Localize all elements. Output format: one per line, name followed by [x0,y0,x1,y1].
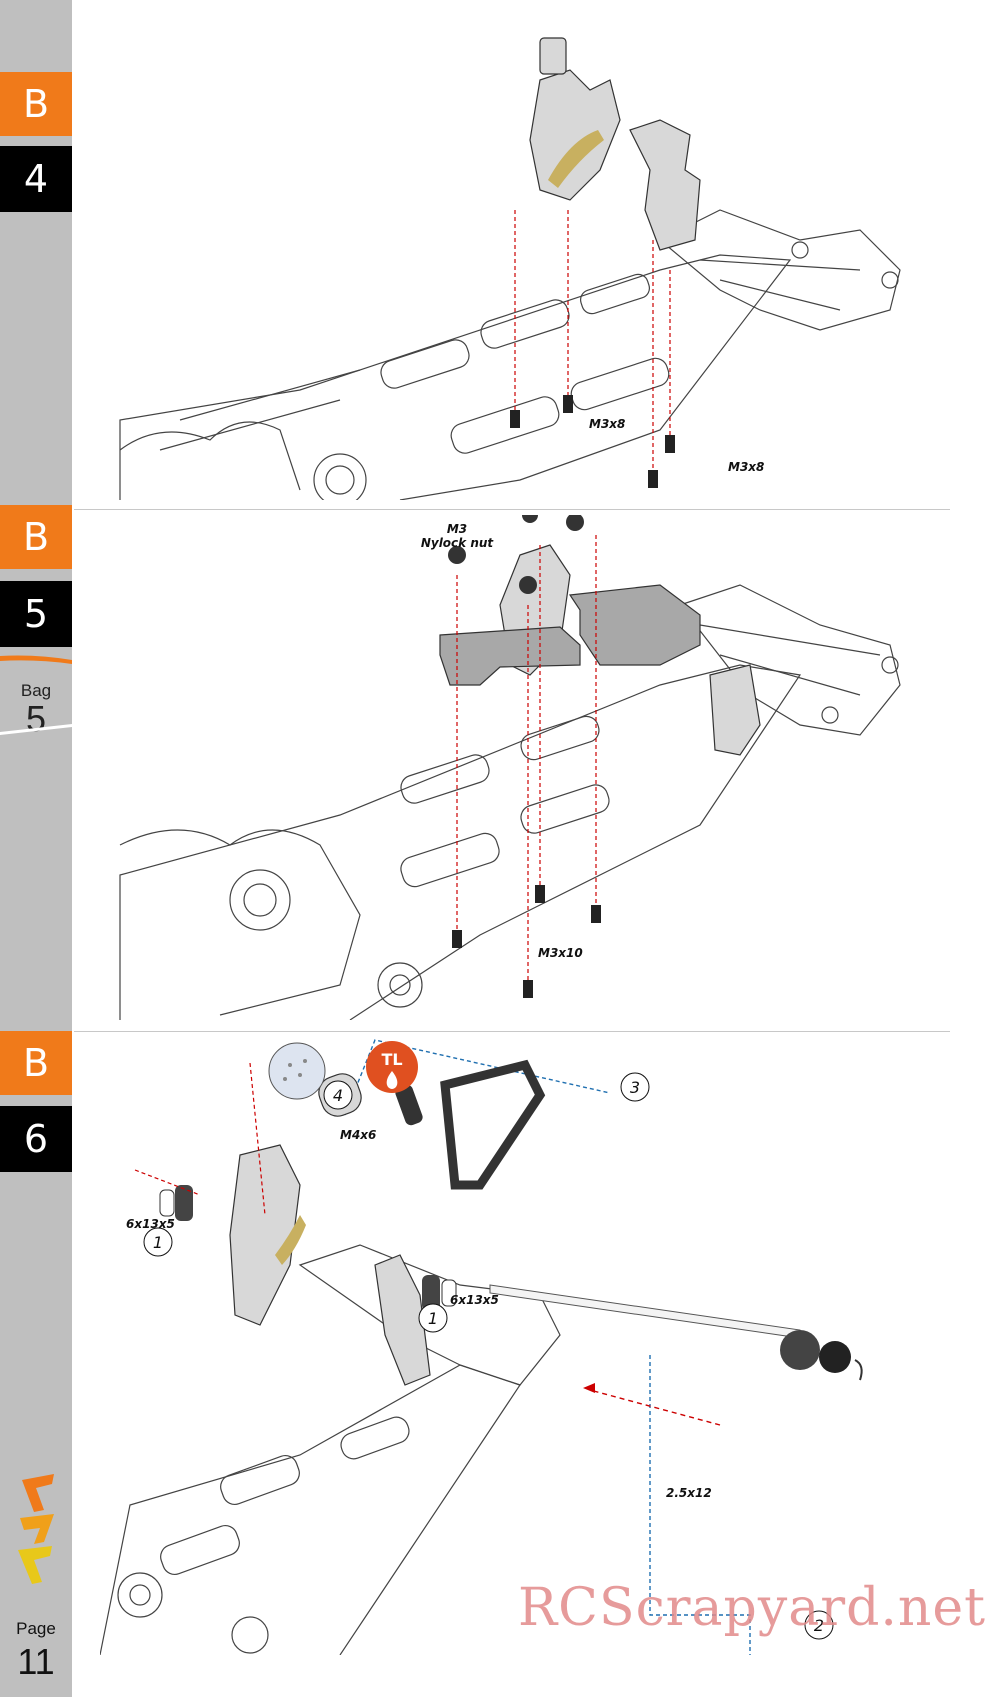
screw-label: M3x10 [538,946,583,960]
section-divider [74,509,950,510]
callout-1: 1 [418,1303,448,1333]
section-divider [74,1031,950,1032]
step-sidebar [0,0,72,1697]
threadlock-label: TL [381,1050,402,1069]
pin-label: 2.5x12 [666,1486,712,1500]
step-letter-badge: B [0,505,72,569]
screw-label: M3x8 [589,417,625,431]
nut-label: Nylock nut [421,536,495,550]
callout-2: 2 [804,1610,834,1640]
step-number-badge: 6 [0,1106,72,1172]
page-label: Page [16,1619,56,1638]
step-number-badge: 4 [0,146,72,212]
white-swoosh [0,724,72,735]
callout-4: 4 [323,1080,353,1110]
step-6-illustration: TL 1 1 2 3 4 M4x6 6x13x5 6x13x5 2.5x12 [100,1039,863,1655]
svg-text:4: 4 [333,1086,343,1105]
step-5-illustration: M3 Nylock nut M3x10 [119,515,901,1020]
step-number-badge: 5 [0,581,72,647]
svg-text:1: 1 [428,1309,438,1328]
watermark: RCScrapyard.net [518,1578,987,1638]
step-4-illustration: M3x8 M3x8 [119,37,901,500]
nut-label: M3 [447,522,467,536]
orange-swoosh [0,655,72,664]
callout-1: 1 [143,1227,173,1257]
bearing-label: 6x13x5 [450,1293,499,1307]
callout-3: 3 [620,1072,650,1102]
step-letter-badge: B [0,72,72,136]
set-screw-label: M4x6 [340,1128,376,1142]
brand-logo [18,1474,54,1584]
svg-text:3: 3 [630,1078,640,1097]
step-letter-badge: B [0,1031,72,1095]
svg-text:1: 1 [153,1233,163,1252]
page-number: 11 [17,1641,55,1682]
bag-label: Bag [20,681,52,700]
svg-text:2: 2 [814,1616,824,1635]
screw-label: M3x8 [728,460,764,474]
bearing-label: 6x13x5 [126,1217,175,1231]
